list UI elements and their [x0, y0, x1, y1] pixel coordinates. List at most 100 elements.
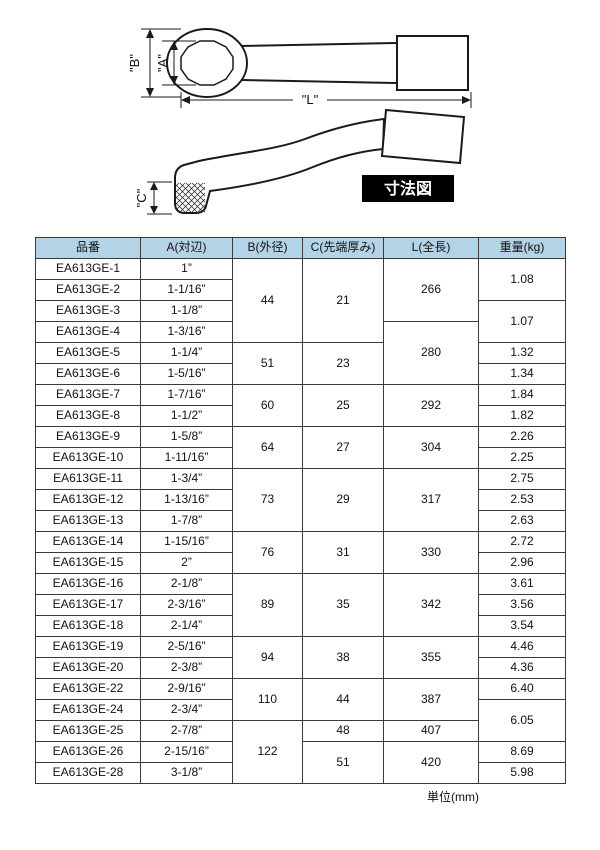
- part-number-cell: EA613GE-19: [35, 636, 141, 658]
- part-number-cell: EA613GE-6: [35, 363, 141, 385]
- dim-a: [162, 40, 196, 86]
- part-number-cell: EA613GE-5: [35, 342, 141, 364]
- tip-thickness-c-cell: 31: [302, 531, 384, 574]
- tip-thickness-c-cell: 27: [302, 426, 384, 469]
- arrow-up-icon: [146, 29, 154, 38]
- part-number-cell: EA613GE-18: [35, 615, 141, 637]
- weight-cell: 1.08: [478, 258, 566, 301]
- dim-c: [147, 181, 172, 215]
- overall-length-l-cell: 407: [383, 720, 479, 742]
- part-number-cell: EA613GE-17: [35, 594, 141, 616]
- overall-length-l-cell: 280: [383, 321, 479, 385]
- outer-dia-b-cell: 60: [232, 384, 303, 427]
- size-a-cell: 1-7/16”: [140, 384, 233, 406]
- tip-thickness-c-cell: 51: [302, 741, 384, 784]
- size-a-cell: 1-13/16”: [140, 489, 233, 511]
- weight-cell: 1.82: [478, 405, 566, 427]
- part-number-cell: EA613GE-3: [35, 300, 141, 322]
- ring-socket-12pt-icon: [180, 40, 234, 86]
- outer-dia-b-cell: 73: [232, 468, 303, 532]
- wrench-top-view: [166, 28, 469, 98]
- size-a-cell: 1-1/8”: [140, 300, 233, 322]
- part-number-cell: EA613GE-1: [35, 258, 141, 280]
- shaft-top-edge: [240, 42, 398, 47]
- column-header: A(対辺): [140, 237, 233, 259]
- size-a-cell: 1-7/8”: [140, 510, 233, 532]
- overall-length-l-cell: 292: [383, 384, 479, 427]
- size-a-cell: 2-3/4”: [140, 699, 233, 721]
- arrow-left-icon: [181, 96, 190, 104]
- arrow-up-icon: [170, 41, 178, 50]
- size-a-cell: 1-5/16”: [140, 363, 233, 385]
- part-number-cell: EA613GE-8: [35, 405, 141, 427]
- tip-thickness-c-cell: 21: [302, 258, 384, 343]
- weight-cell: 2.96: [478, 552, 566, 574]
- size-a-cell: 2-1/4”: [140, 615, 233, 637]
- column-header: 品番: [35, 237, 141, 259]
- weight-cell: 2.72: [478, 531, 566, 553]
- hatch-pattern: [175, 182, 206, 213]
- weight-cell: 4.46: [478, 636, 566, 658]
- badge-rect: [362, 175, 454, 202]
- size-a-cell: 1-1/4”: [140, 342, 233, 364]
- part-number-cell: EA613GE-26: [35, 741, 141, 763]
- dim-c-label: "C": [134, 188, 149, 207]
- size-a-cell: 2-7/8”: [140, 720, 233, 742]
- weight-cell: 2.26: [478, 426, 566, 448]
- weight-cell: 3.54: [478, 615, 566, 637]
- size-a-cell: 2-1/8”: [140, 573, 233, 595]
- arrow-down-icon: [146, 88, 154, 97]
- overall-length-l-cell: 317: [383, 468, 479, 532]
- overall-length-l-cell: 420: [383, 741, 479, 784]
- wrench-side-view: [174, 108, 466, 214]
- tip-thickness-c-cell: 29: [302, 468, 384, 532]
- wrench-body-side: [174, 117, 386, 214]
- weight-cell: 2.63: [478, 510, 566, 532]
- dim-b-label: "B": [127, 54, 142, 72]
- weight-cell: 3.56: [478, 594, 566, 616]
- striking-head-top: [396, 35, 469, 91]
- part-number-cell: EA613GE-28: [35, 762, 141, 784]
- overall-length-l-cell: 387: [383, 678, 479, 721]
- size-a-cell: 3-1/8”: [140, 762, 233, 784]
- column-header: C(先端厚み): [302, 237, 384, 259]
- weight-cell: 4.36: [478, 657, 566, 679]
- overall-length-l-cell: 330: [383, 531, 479, 574]
- part-number-cell: EA613GE-4: [35, 321, 141, 343]
- part-number-cell: EA613GE-25: [35, 720, 141, 742]
- outer-dia-b-cell: 64: [232, 426, 303, 469]
- part-number-cell: EA613GE-22: [35, 678, 141, 700]
- part-number-cell: EA613GE-2: [35, 279, 141, 301]
- size-a-cell: 2-3/16”: [140, 594, 233, 616]
- outer-dia-b-cell: 51: [232, 342, 303, 385]
- outer-dia-b-cell: 122: [232, 720, 303, 784]
- size-a-cell: 1-5/8”: [140, 426, 233, 448]
- part-number-cell: EA613GE-15: [35, 552, 141, 574]
- part-number-cell: EA613GE-24: [35, 699, 141, 721]
- weight-cell: 2.25: [478, 447, 566, 469]
- shaft-bottom-edge: [240, 79, 398, 84]
- weight-cell: 3.61: [478, 573, 566, 595]
- tip-thickness-c-cell: 23: [302, 342, 384, 385]
- weight-cell: 2.75: [478, 468, 566, 490]
- size-a-cell: 1”: [140, 258, 233, 280]
- part-number-cell: EA613GE-20: [35, 657, 141, 679]
- weight-cell: 1.34: [478, 363, 566, 385]
- size-a-cell: 1-11/16”: [140, 447, 233, 469]
- size-a-cell: 1-15/16”: [140, 531, 233, 553]
